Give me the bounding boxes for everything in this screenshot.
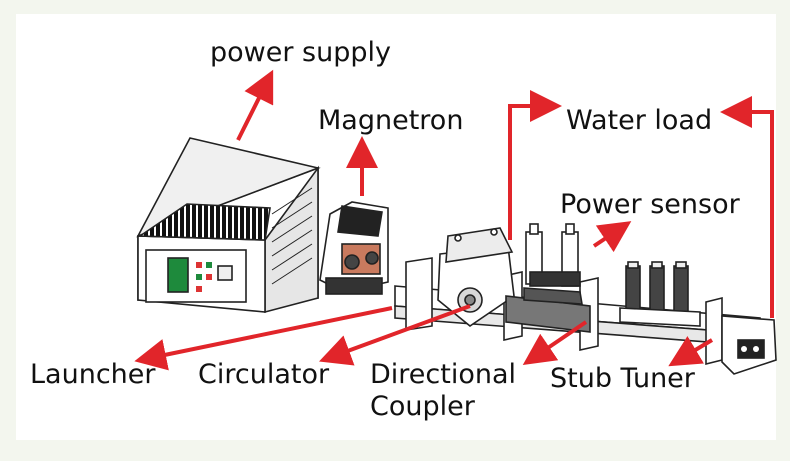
label-stub-tuner: Stub Tuner — [550, 363, 695, 394]
arrow-directional-coupler — [522, 320, 588, 365]
circulator-unit — [437, 227, 515, 327]
arrow-water-load-right — [720, 96, 774, 318]
label-water-load: Water load — [566, 105, 713, 136]
label-magnetron: Magnetron — [318, 105, 464, 136]
label-circulator: Circulator — [198, 359, 330, 390]
label-power-supply: power supply — [210, 37, 391, 68]
power-sensor-unit — [525, 223, 581, 287]
label-launcher: Launcher — [30, 359, 156, 390]
arrow-stub-tuner — [668, 336, 714, 367]
arrow-launcher — [134, 306, 393, 371]
callout-arrows — [134, 69, 774, 371]
arrow-power-supply — [236, 69, 274, 141]
water-load-unit — [721, 315, 777, 375]
arrow-circulator — [318, 304, 471, 366]
label-power-sensor: Power sensor — [560, 189, 740, 220]
magnetron-unit — [319, 201, 389, 295]
label-directional-coupler-line1: Directional — [370, 359, 517, 390]
power-supply-unit — [136, 137, 321, 314]
stub-tuner-unit — [619, 261, 701, 327]
label-directional-coupler-line2: Coupler — [370, 391, 475, 422]
arrow-power-sensor — [592, 221, 632, 253]
arrow-water-load-left — [508, 90, 562, 240]
directional-coupler-unit — [505, 287, 591, 333]
